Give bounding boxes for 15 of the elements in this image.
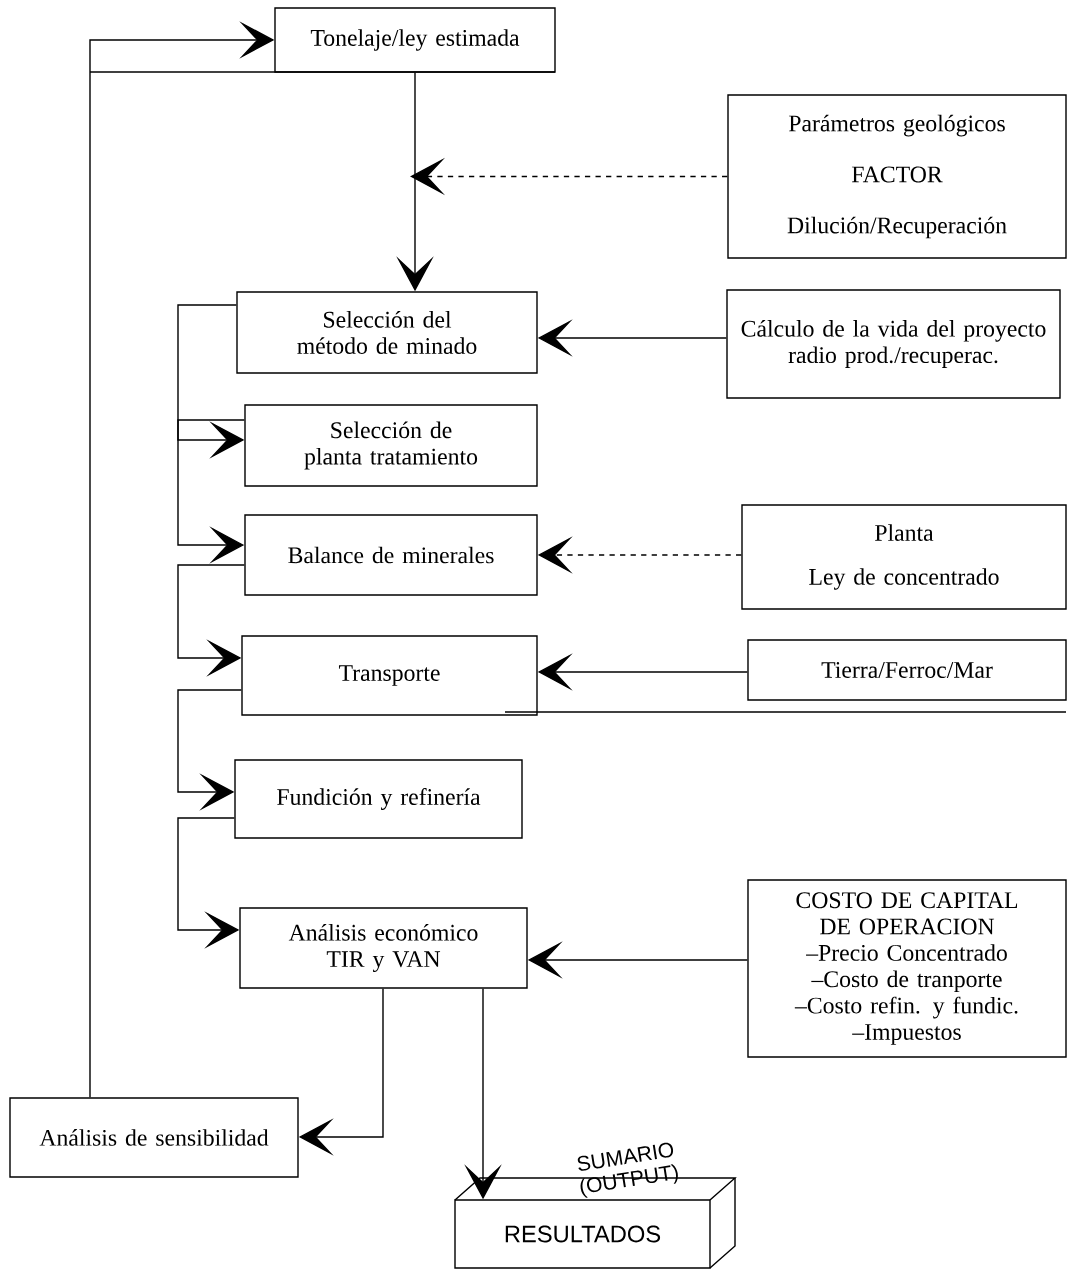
input-box: Cálculo de la vida del proyecto radio prod./recuperac. [726, 289, 1061, 399]
process-box: Tonelaje/ley estimada [274, 7, 556, 73]
input-box: Parámetros geológicos FACTOR Dilución/Recuperación [727, 94, 1067, 259]
node-label: SUMARIO (OUTPUT) [577, 1142, 678, 1198]
input-box: Tierra/Ferroc/Mar [747, 639, 1067, 701]
process-box: Análisis económico TIR y VAN [239, 907, 528, 989]
input-box: Planta Ley de concentrado [741, 504, 1067, 610]
process-box: Selección de planta tratamiento [244, 404, 538, 487]
process-box: Fundición y refinería [234, 759, 523, 839]
process-box: Análisis de sensibilidad [9, 1097, 299, 1178]
output-box-drawing: RESULTADOS SUMARIO (OUTPUT) [454, 1142, 737, 1269]
input-box: COSTO DE CAPITAL DE OPERACION –Precio Concentrado –Costo de tranporte –Costo refin. y fundic. –Impuestos [747, 879, 1067, 1058]
process-box: Transporte [241, 635, 538, 716]
process-box: Selección del método de minado [236, 291, 538, 374]
process-box: Balance de minerales [244, 514, 538, 596]
